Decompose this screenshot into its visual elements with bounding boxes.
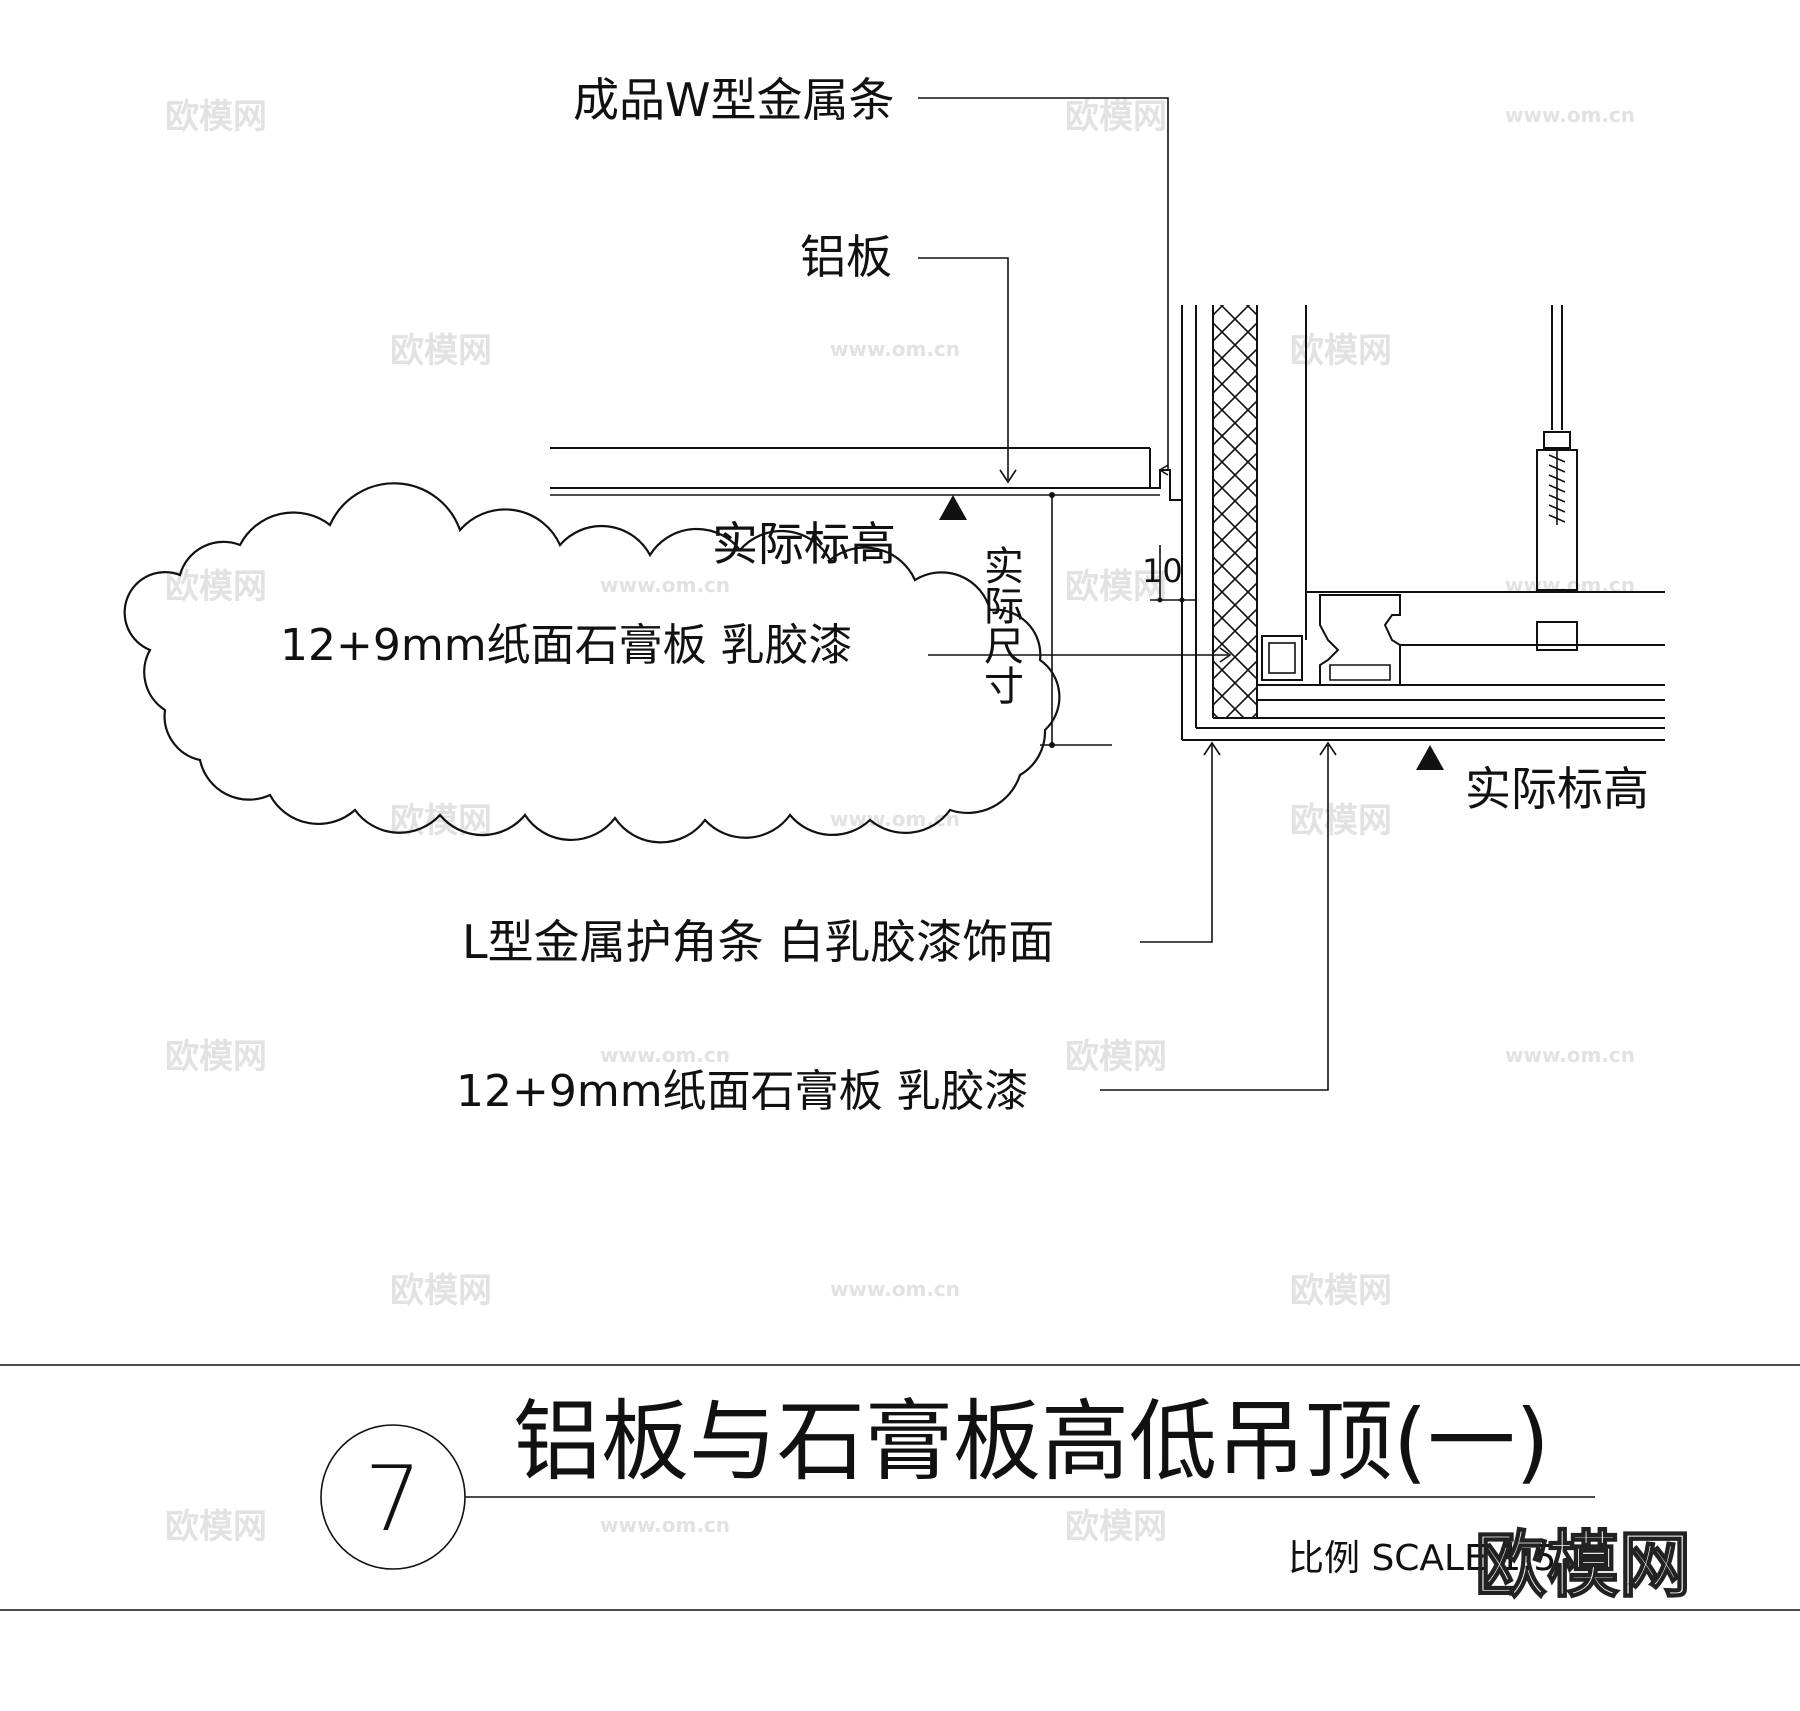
hatch-line: [1213, 322, 1257, 368]
leader-gypsum-bottom: [1100, 745, 1329, 1091]
watermark-site: www.om.cn: [830, 1277, 960, 1301]
watermark-brand: 欧模网: [165, 567, 267, 607]
leader-aluminum-arrow: [999, 469, 1017, 484]
watermark-brand: 欧模网: [390, 331, 492, 371]
watermark-brand: 欧模网: [165, 1037, 267, 1077]
hatch-line: [1213, 426, 1257, 472]
drawing-scale: 比例 SCALE 1:5: [1288, 1538, 1556, 1579]
watermark-brand: 欧模网: [390, 1271, 492, 1311]
hatch-line: [1245, 305, 1257, 316]
watermark-site: www.om.cn: [600, 573, 730, 597]
hatch-line: [1213, 305, 1225, 316]
label-l-strip: L型金属护角条 白乳胶漆饰面: [462, 915, 1054, 969]
watermark-brand: 欧模网: [1290, 1271, 1392, 1311]
hatch-line: [1213, 245, 1257, 289]
hatch-line: [1213, 245, 1257, 289]
watermark-brand: 欧模网: [1290, 801, 1392, 841]
hatch-line: [1213, 348, 1257, 394]
hatch-line: [1213, 478, 1257, 524]
dimension-actual-size: [1040, 492, 1112, 748]
watermark-site: www.om.cn: [1505, 103, 1635, 127]
hatch-line: [1213, 582, 1257, 628]
aluminum-panel-shape: [550, 447, 1182, 501]
leader-w-strip: [918, 97, 1169, 470]
label-w-strip: 成品W型金属条: [573, 73, 894, 127]
hatch-line: [1213, 556, 1257, 602]
hatch-line: [1213, 739, 1257, 783]
watermark-layer: 欧模网 欧模网 www.om.cn 欧模网 www.om.cn 欧模网 欧模网 …: [165, 97, 1635, 1547]
wall-section: [1181, 305, 1665, 741]
watermark-site: www.om.cn: [1505, 573, 1635, 597]
drawing-title: 铝板与石膏板高低吊顶(一): [513, 1390, 1550, 1493]
hatch-line: [1213, 504, 1257, 550]
label-dim-10: 10: [1142, 552, 1183, 590]
watermark-site: www.om.cn: [830, 807, 960, 831]
title-block: 7 铝板与石膏板高低吊顶(一) 比例 SCALE 1:5 欧模网: [0, 1364, 1800, 1611]
leader-gypsum-left-arrow: [1219, 647, 1232, 663]
watermark-site: www.om.cn: [1505, 1043, 1635, 1067]
hatch-line: [1213, 712, 1220, 718]
hatch-line: [1213, 739, 1257, 783]
leader-l-strip-arrow: [1203, 741, 1221, 756]
label-actual-size: 实际尺寸: [977, 545, 1023, 705]
watermark-logo: 欧模网: [1475, 1523, 1691, 1607]
hatch-line: [1213, 765, 1257, 809]
watermark-site: www.om.cn: [830, 337, 960, 361]
label-aluminum-panel: 铝板: [800, 230, 892, 284]
hatch-line: [1224, 686, 1257, 718]
hatch-line: [1213, 305, 1251, 342]
dimension-10: [1150, 545, 1196, 603]
gypsum-ceiling-frame: [1257, 591, 1665, 701]
leader-l-strip: [1140, 745, 1213, 943]
elevation-marker-lower: [1416, 745, 1444, 770]
wall-hatch: [1213, 245, 1257, 809]
hatch-line: [1213, 634, 1257, 680]
label-gypsum-left: 12+9mm纸面石膏板 乳胶漆: [280, 620, 853, 671]
hatch-line: [1213, 400, 1257, 446]
leader-gypsum-bottom-arrow: [1319, 741, 1337, 756]
watermark-brand: 欧模网: [1065, 1507, 1167, 1547]
elevation-marker-upper: [939, 495, 967, 520]
watermark-brand: 欧模网: [165, 1507, 267, 1547]
hatch-line: [1213, 608, 1257, 654]
hatch-line: [1213, 374, 1257, 420]
drawing-number: 7: [364, 1447, 421, 1552]
hatch-line: [1250, 712, 1257, 718]
revision-cloud: [123, 482, 1061, 844]
watermark-brand: 欧模网: [1065, 1037, 1167, 1077]
leader-aluminum: [918, 257, 1009, 480]
leader-w-strip-tick: [1158, 464, 1169, 476]
hatch-line: [1213, 660, 1257, 706]
watermark-brand: 欧模网: [165, 97, 267, 137]
drawing-number-circle: [320, 1424, 466, 1570]
watermark-site: www.om.cn: [600, 1043, 730, 1067]
label-actual-elevation-upper: 实际标高: [712, 517, 896, 571]
hanger-rod: [1536, 305, 1578, 591]
hatch-line: [1213, 530, 1257, 576]
hatch-line: [1213, 765, 1257, 809]
watermark-brand: 欧模网: [1065, 97, 1167, 137]
watermark-site: www.om.cn: [600, 1513, 730, 1537]
label-gypsum-bottom: 12+9mm纸面石膏板 乳胶漆: [456, 1066, 1029, 1117]
label-actual-elevation-lower: 实际标高: [1465, 762, 1649, 816]
hatch-line: [1213, 452, 1257, 498]
